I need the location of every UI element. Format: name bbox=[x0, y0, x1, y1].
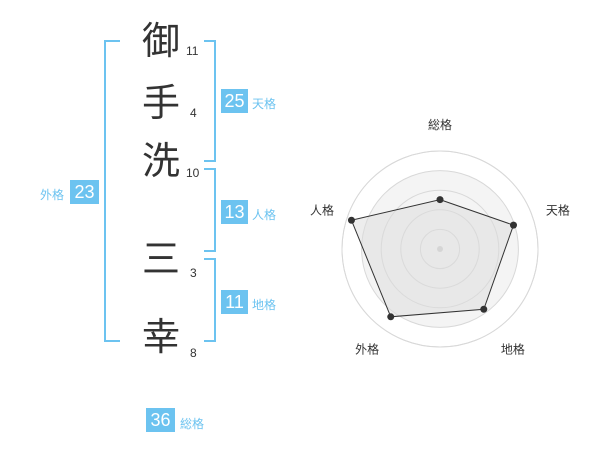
radar-grid-ring bbox=[341, 150, 539, 348]
soukaku-label: 総格 bbox=[180, 417, 205, 431]
chikaku-label: 地格 bbox=[252, 298, 277, 312]
radar-axis-label-3: 地格 bbox=[501, 341, 525, 356]
radar-axis-label-4: 外格 bbox=[355, 341, 379, 356]
name-char-4: 三 bbox=[142, 237, 181, 281]
stroke-count-2: 4 bbox=[190, 106, 197, 120]
tenkaku-bracket bbox=[204, 40, 216, 162]
stroke-count-1: 11 bbox=[186, 44, 199, 58]
radar-grid-ring bbox=[361, 170, 519, 328]
radar-axis-label-5: 人格 bbox=[310, 203, 334, 218]
radar-point-2 bbox=[509, 221, 517, 229]
chikaku-badge: 11 bbox=[221, 290, 248, 314]
radar-series-polygon bbox=[350, 199, 515, 318]
name-char-2: 手 bbox=[142, 81, 181, 125]
soukaku-badge: 36 bbox=[146, 408, 175, 432]
jinkaku-badge: 13 bbox=[221, 200, 248, 224]
radar-point-1 bbox=[436, 196, 444, 204]
tenkaku-label: 天格 bbox=[252, 97, 277, 111]
gaikaku-label: 外格 bbox=[40, 188, 65, 202]
stroke-count-3: 10 bbox=[186, 166, 200, 180]
tenkaku-badge: 25 bbox=[221, 89, 248, 113]
radar-axis-label-1: 総格 bbox=[428, 117, 452, 132]
radar-point-5 bbox=[347, 216, 355, 224]
name-char-3: 洗 bbox=[142, 139, 181, 183]
name-char-1: 御 bbox=[142, 19, 181, 63]
radar-point-3 bbox=[480, 305, 488, 313]
chikaku-bracket bbox=[204, 258, 216, 342]
stroke-count-4: 3 bbox=[190, 266, 197, 280]
stroke-count-5: 8 bbox=[190, 346, 197, 360]
gaikaku-bracket bbox=[104, 40, 120, 342]
radar-point-4 bbox=[387, 313, 395, 321]
jinkaku-bracket bbox=[204, 168, 216, 252]
radar-axis-label-2: 天格 bbox=[546, 203, 570, 218]
name-char-5: 幸 bbox=[142, 315, 181, 359]
gaikaku-badge: 23 bbox=[70, 180, 99, 204]
jinkaku-label: 人格 bbox=[252, 208, 277, 222]
